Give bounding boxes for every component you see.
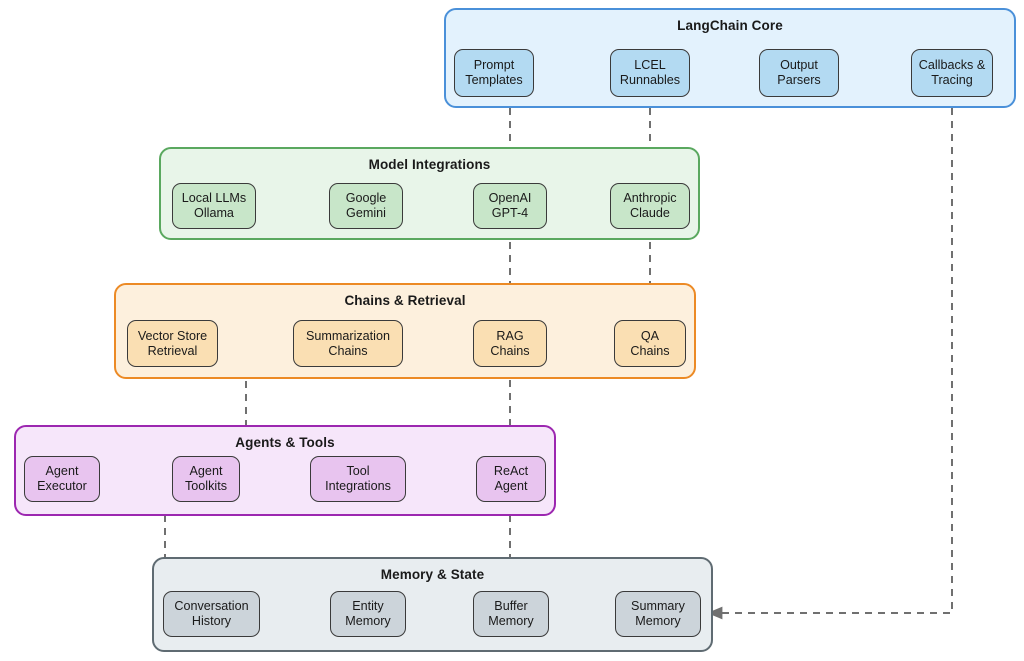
node-anthropic-claude[interactable]: Anthropic Claude <box>610 183 690 229</box>
group-title-memory: Memory & State <box>380 567 485 582</box>
group-title-core: LangChain Core <box>677 18 783 33</box>
node-react-agent[interactable]: ReAct Agent <box>476 456 546 502</box>
group-title-chains: Chains & Retrieval <box>344 293 466 308</box>
node-entity-memory[interactable]: Entity Memory <box>330 591 406 637</box>
node-vector-store-retrieval[interactable]: Vector Store Retrieval <box>127 320 218 367</box>
node-agent-executor[interactable]: Agent Executor <box>24 456 100 502</box>
node-rag-chains[interactable]: RAG Chains <box>473 320 547 367</box>
group-title-models: Model Integrations <box>368 157 491 172</box>
node-callbacks-tracing[interactable]: Callbacks & Tracing <box>911 49 993 97</box>
node-output-parsers[interactable]: Output Parsers <box>759 49 839 97</box>
node-local-llms-ollama[interactable]: Local LLMs Ollama <box>172 183 256 229</box>
node-qa-chains[interactable]: QA Chains <box>614 320 686 367</box>
node-google-gemini[interactable]: Google Gemini <box>329 183 403 229</box>
group-agents: Agents & Tools <box>14 425 556 516</box>
node-summary-memory[interactable]: Summary Memory <box>615 591 701 637</box>
node-buffer-memory[interactable]: Buffer Memory <box>473 591 549 637</box>
node-conversation-history[interactable]: Conversation History <box>163 591 260 637</box>
node-prompt-templates[interactable]: Prompt Templates <box>454 49 534 97</box>
node-agent-toolkits[interactable]: Agent Toolkits <box>172 456 240 502</box>
node-openai-gpt4[interactable]: OpenAI GPT-4 <box>473 183 547 229</box>
node-tool-integrations[interactable]: Tool Integrations <box>310 456 406 502</box>
node-summarization-chains[interactable]: Summarization Chains <box>293 320 403 367</box>
edge-callbacks-to-summary <box>707 108 953 620</box>
group-title-agents: Agents & Tools <box>235 435 335 450</box>
node-lcel-runnables[interactable]: LCEL Runnables <box>610 49 690 97</box>
